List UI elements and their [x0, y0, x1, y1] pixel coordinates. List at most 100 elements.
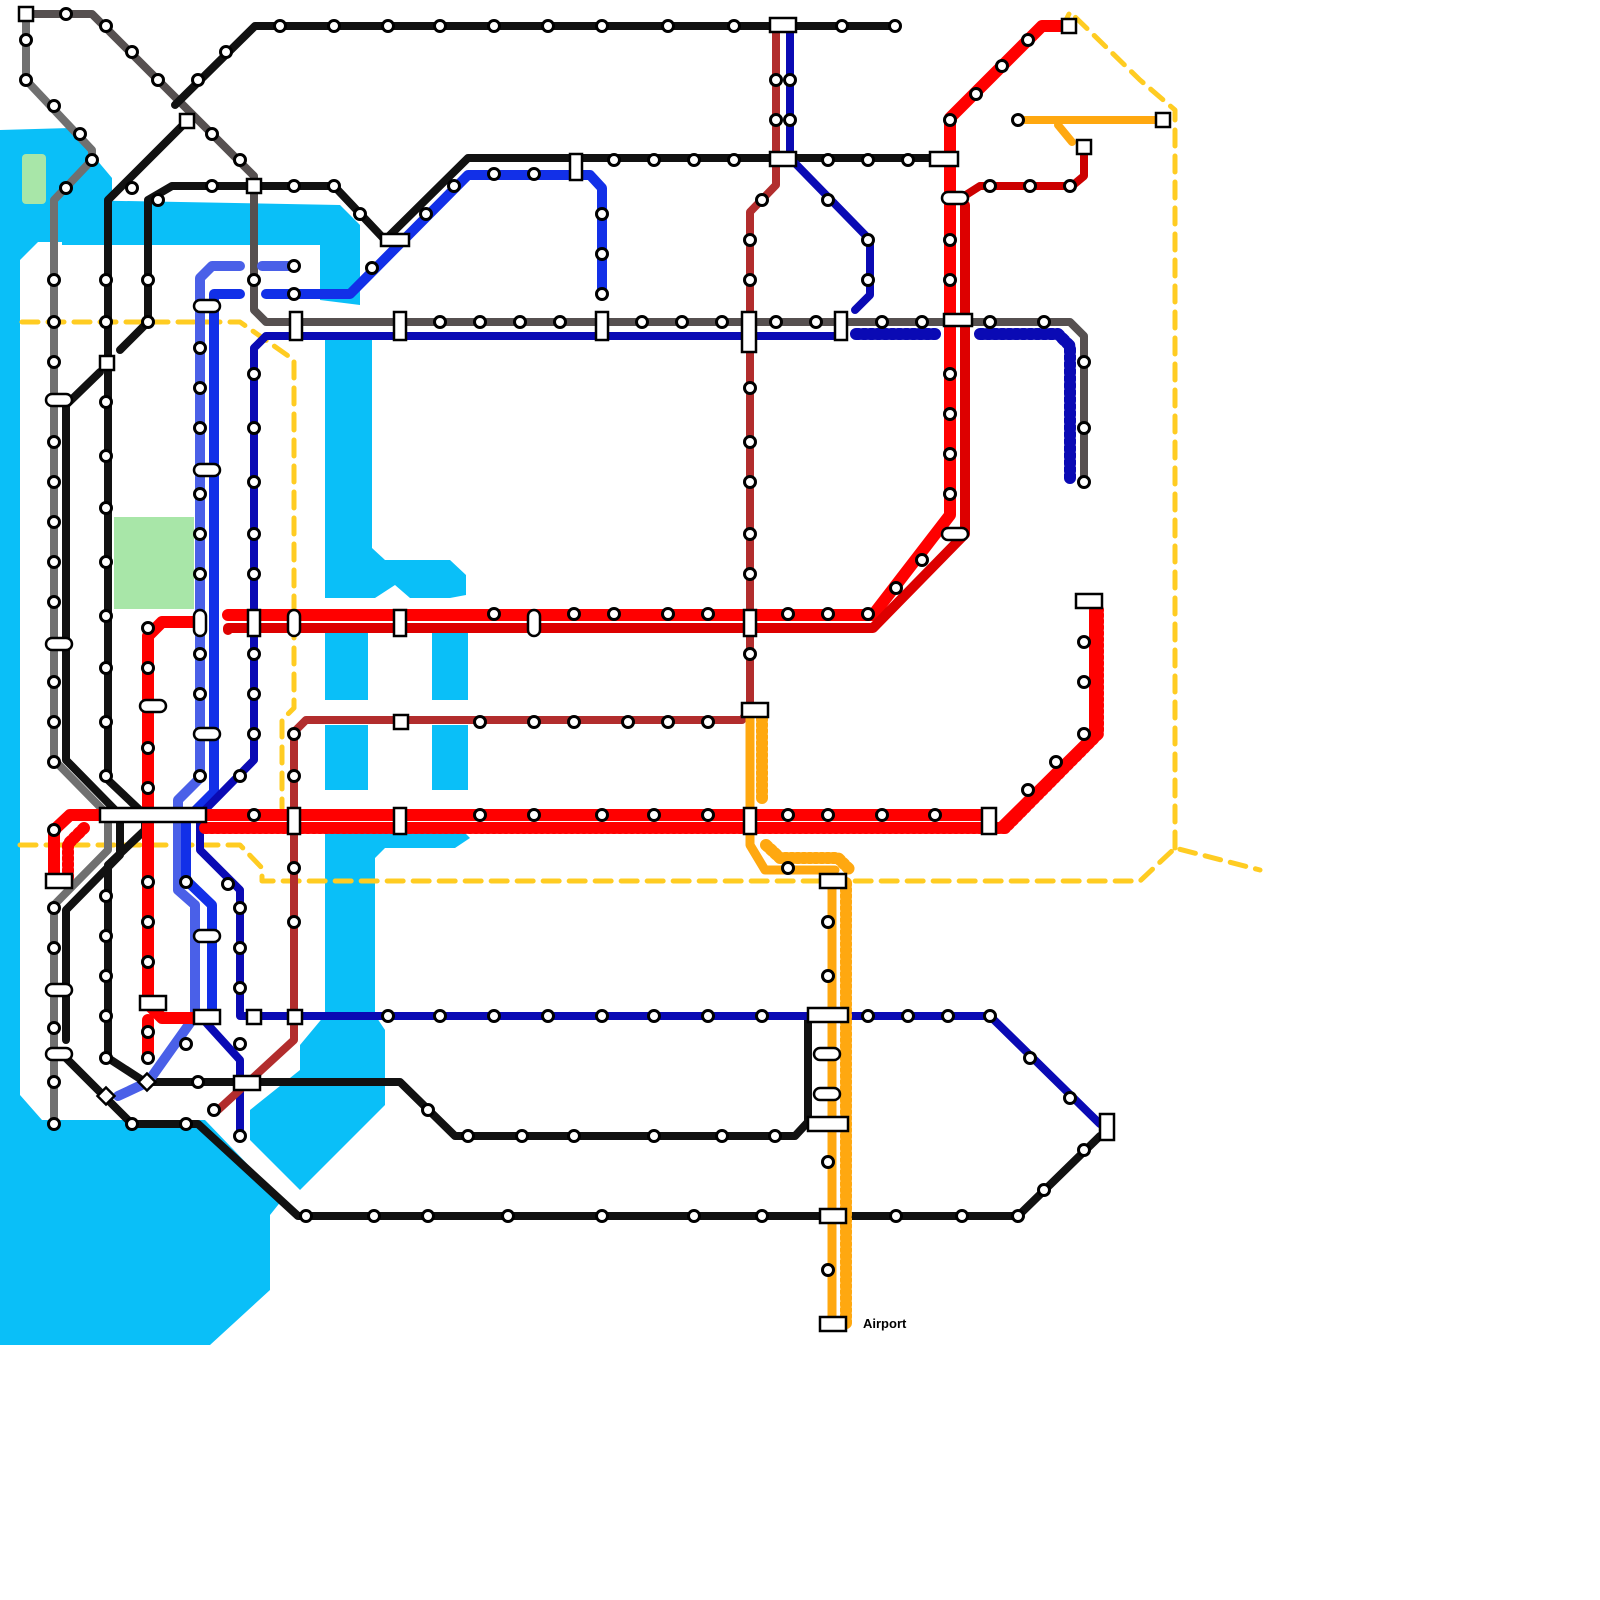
station-marker[interactable]	[567, 1129, 581, 1143]
station-marker[interactable]	[233, 769, 247, 783]
station-marker[interactable]	[701, 715, 715, 729]
station-marker[interactable]	[47, 475, 61, 489]
station-marker[interactable]	[783, 73, 797, 87]
interchange-station[interactable]	[178, 112, 196, 130]
station-marker[interactable]	[99, 889, 113, 903]
station-marker[interactable]	[247, 527, 261, 541]
station-marker[interactable]	[433, 19, 447, 33]
station-marker[interactable]	[513, 315, 527, 329]
station-marker[interactable]	[1021, 783, 1035, 797]
station-marker[interactable]	[595, 247, 609, 261]
station-marker[interactable]	[247, 727, 261, 741]
station-marker[interactable]	[247, 647, 261, 661]
station-marker[interactable]	[769, 73, 783, 87]
interchange-station[interactable]	[940, 190, 970, 206]
interchange-station[interactable]	[812, 1086, 842, 1102]
station-marker[interactable]	[473, 808, 487, 822]
station-marker[interactable]	[191, 73, 205, 87]
interchange-station[interactable]	[742, 608, 758, 638]
station-marker[interactable]	[901, 1009, 915, 1023]
station-marker[interactable]	[861, 153, 875, 167]
station-marker[interactable]	[47, 315, 61, 329]
station-marker[interactable]	[287, 287, 301, 301]
station-marker[interactable]	[1063, 179, 1077, 193]
station-marker[interactable]	[179, 875, 193, 889]
station-marker[interactable]	[287, 179, 301, 193]
station-marker[interactable]	[1063, 1091, 1077, 1105]
station-marker[interactable]	[447, 179, 461, 193]
station-marker[interactable]	[47, 555, 61, 569]
station-marker[interactable]	[743, 567, 757, 581]
interchange-station[interactable]	[286, 806, 302, 836]
station-marker[interactable]	[781, 861, 795, 875]
station-marker[interactable]	[821, 915, 835, 929]
station-marker[interactable]	[595, 1009, 609, 1023]
station-marker[interactable]	[19, 33, 33, 47]
station-marker[interactable]	[99, 501, 113, 515]
station-marker[interactable]	[595, 207, 609, 221]
station-marker[interactable]	[247, 273, 261, 287]
interchange-station[interactable]	[392, 713, 410, 731]
station-marker[interactable]	[193, 687, 207, 701]
station-marker[interactable]	[353, 207, 367, 221]
station-marker[interactable]	[1023, 1051, 1037, 1065]
station-marker[interactable]	[473, 715, 487, 729]
interchange-station[interactable]	[232, 1074, 262, 1092]
station-marker[interactable]	[47, 823, 61, 837]
interchange-station[interactable]	[818, 1315, 848, 1333]
station-marker[interactable]	[635, 315, 649, 329]
station-marker[interactable]	[567, 607, 581, 621]
station-marker[interactable]	[1037, 315, 1051, 329]
station-marker[interactable]	[287, 915, 301, 929]
station-marker[interactable]	[205, 127, 219, 141]
station-marker[interactable]	[193, 647, 207, 661]
station-marker[interactable]	[327, 19, 341, 33]
station-marker[interactable]	[221, 877, 235, 891]
interchange-station[interactable]	[192, 1008, 222, 1026]
station-marker[interactable]	[943, 407, 957, 421]
interchange-station[interactable]	[594, 310, 610, 342]
station-marker[interactable]	[1021, 33, 1035, 47]
station-marker[interactable]	[875, 808, 889, 822]
interchange-station[interactable]	[192, 608, 208, 638]
station-marker[interactable]	[541, 1009, 555, 1023]
station-marker[interactable]	[781, 808, 795, 822]
station-marker[interactable]	[727, 153, 741, 167]
station-marker[interactable]	[607, 153, 621, 167]
station-marker[interactable]	[141, 273, 155, 287]
station-marker[interactable]	[701, 1009, 715, 1023]
station-marker[interactable]	[821, 1263, 835, 1277]
station-marker[interactable]	[621, 715, 635, 729]
station-marker[interactable]	[567, 715, 581, 729]
station-marker[interactable]	[743, 381, 757, 395]
station-marker[interactable]	[273, 19, 287, 33]
station-marker[interactable]	[983, 315, 997, 329]
station-marker[interactable]	[141, 661, 155, 675]
station-marker[interactable]	[85, 153, 99, 167]
station-marker[interactable]	[99, 395, 113, 409]
station-marker[interactable]	[769, 315, 783, 329]
station-marker[interactable]	[421, 1103, 435, 1117]
station-marker[interactable]	[943, 367, 957, 381]
station-marker[interactable]	[205, 179, 219, 193]
station-marker[interactable]	[233, 941, 247, 955]
station-marker[interactable]	[287, 259, 301, 273]
station-marker[interactable]	[299, 1209, 313, 1223]
station-marker[interactable]	[1049, 755, 1063, 769]
station-marker[interactable]	[141, 1051, 155, 1065]
station-marker[interactable]	[419, 207, 433, 221]
station-marker[interactable]	[487, 1009, 501, 1023]
station-marker[interactable]	[1077, 421, 1091, 435]
station-marker[interactable]	[941, 1009, 955, 1023]
interchange-station[interactable]	[44, 1046, 74, 1062]
station-marker[interactable]	[701, 808, 715, 822]
station-marker[interactable]	[19, 73, 33, 87]
station-marker[interactable]	[727, 19, 741, 33]
interchange-station[interactable]	[1098, 1112, 1116, 1142]
station-marker[interactable]	[47, 435, 61, 449]
station-marker[interactable]	[527, 715, 541, 729]
interchange-station[interactable]	[806, 1006, 850, 1024]
station-marker[interactable]	[715, 1129, 729, 1143]
interchange-station[interactable]	[192, 298, 222, 314]
station-marker[interactable]	[1077, 355, 1091, 369]
